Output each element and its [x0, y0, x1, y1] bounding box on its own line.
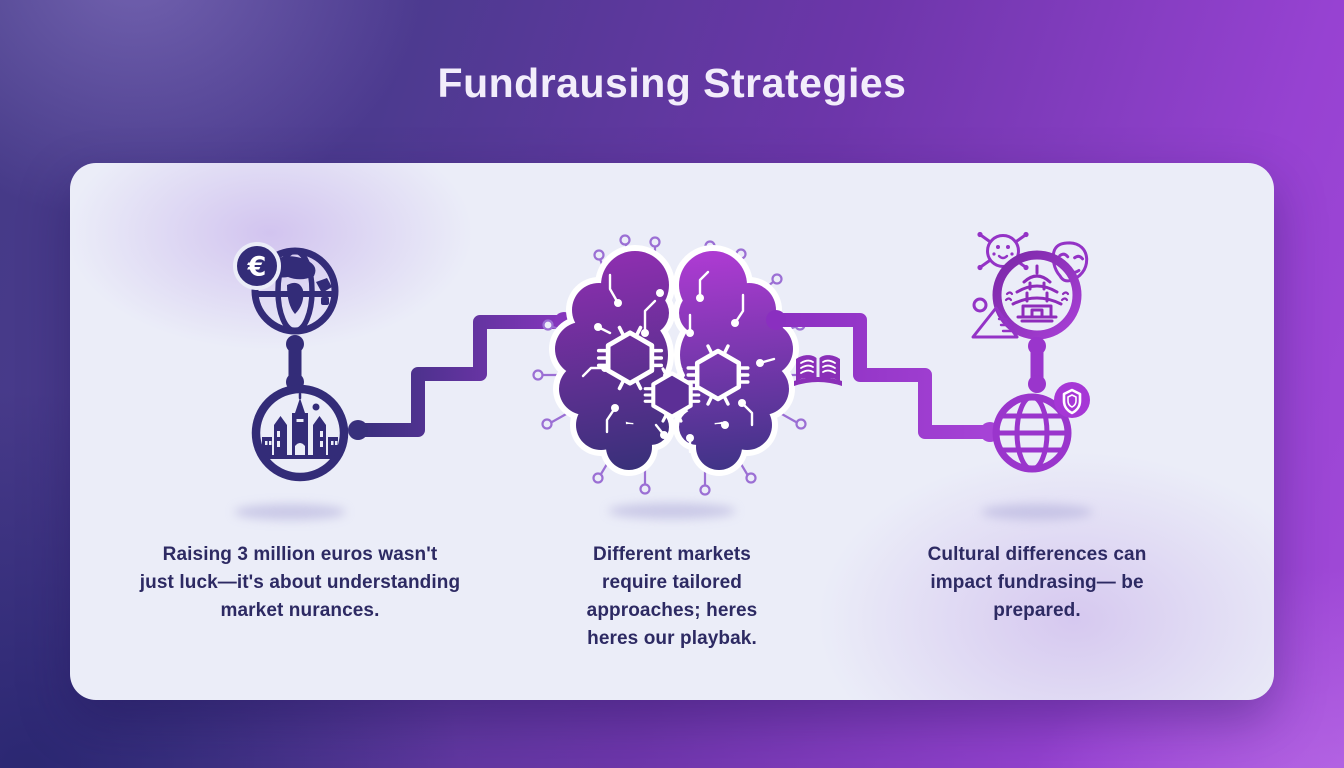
page-title: Fundrausing Strategies [437, 60, 907, 106]
circuit-brain-icon [532, 234, 816, 496]
shield-badge-icon [1054, 382, 1090, 418]
drum-face-icon [977, 231, 1029, 271]
caption-tailored-playbook: Different markets require tailored appro… [586, 544, 758, 649]
caption-market-understanding: Raising 3 million euros wasn't just luck… [139, 544, 461, 621]
connector-globe-city [286, 335, 304, 391]
euro-symbol: € [247, 252, 267, 283]
pyramid-icon [971, 297, 1019, 339]
icon-shadows [234, 503, 1093, 520]
euro-coin-icon: € [233, 242, 281, 290]
globe-wireframe-icon [992, 393, 1072, 473]
open-book-icon [794, 355, 842, 386]
content-card: € [70, 163, 1274, 700]
city-landmark-icon [251, 384, 349, 482]
connector-brain-globe [766, 310, 1000, 442]
pagoda-icon [992, 250, 1082, 340]
infographic-scene: € [233, 231, 1093, 520]
caption-cultural-preparedness: Cultural differences can impact fundrasi… [927, 544, 1147, 621]
connector-pagoda-globe [1028, 337, 1046, 393]
